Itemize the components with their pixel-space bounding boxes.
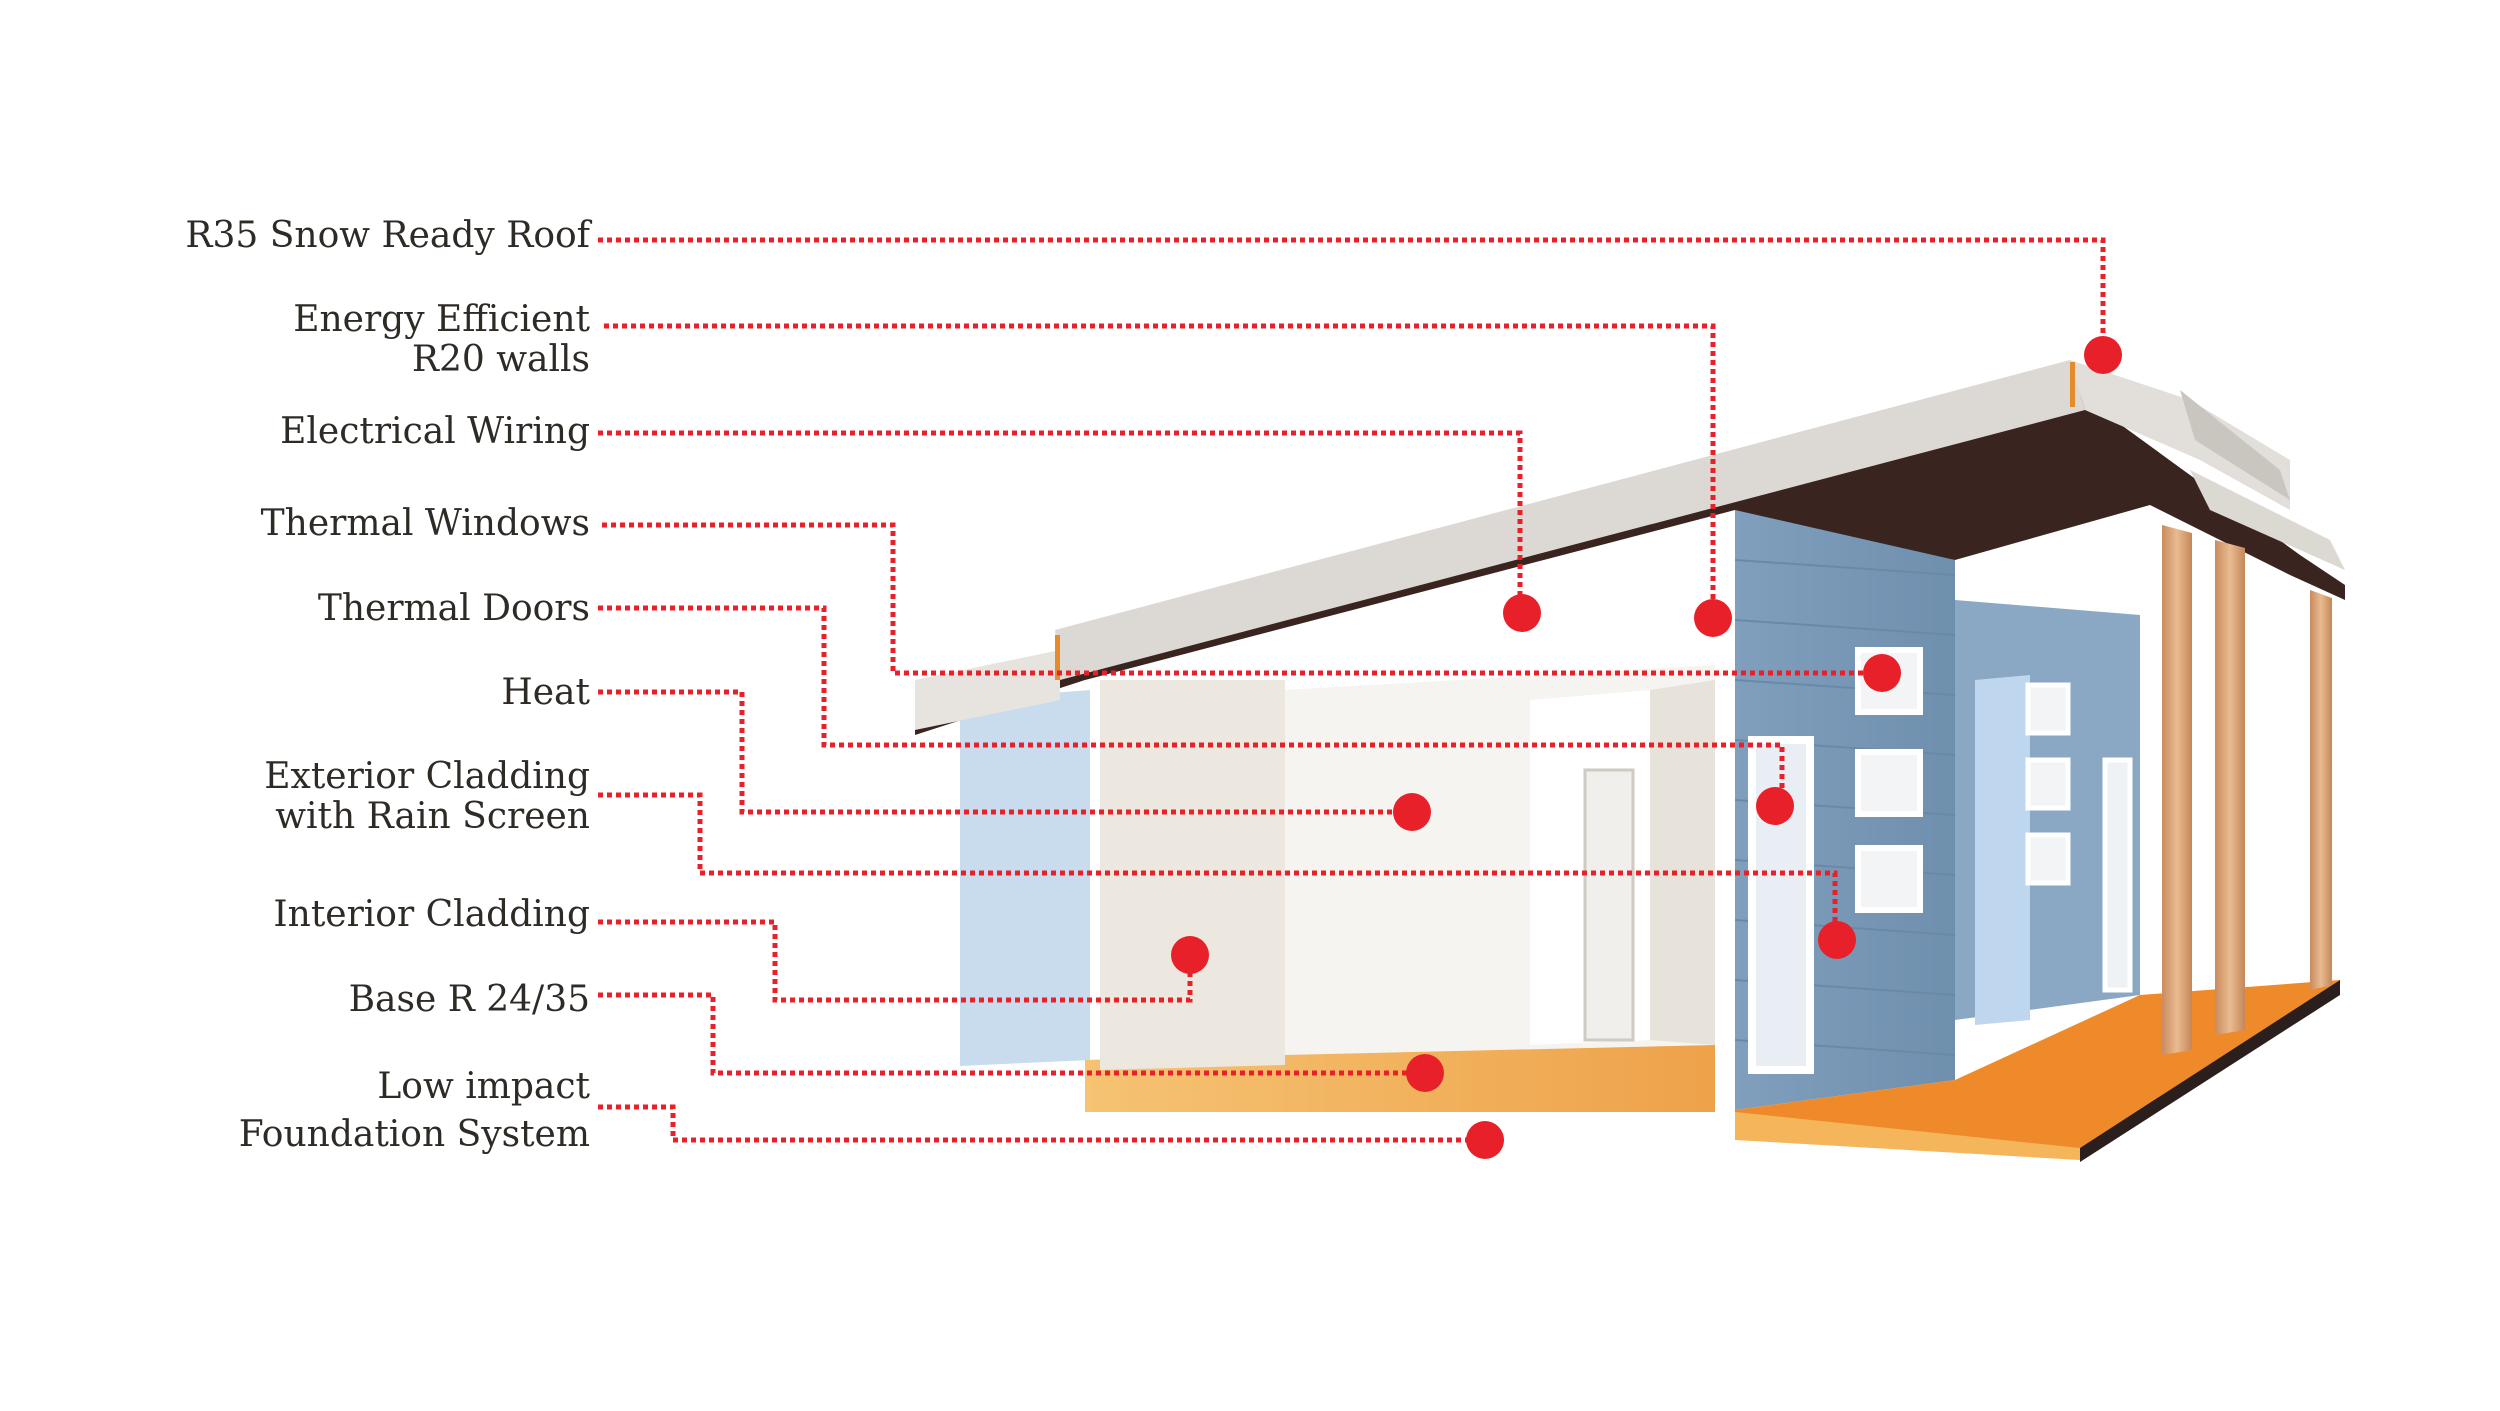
leader-line xyxy=(598,237,2106,355)
cladding-line xyxy=(1734,559,1956,576)
roof-top-slab xyxy=(1055,360,2085,680)
callout-dot-exterior xyxy=(1818,921,1856,959)
blue-recess xyxy=(1975,675,2030,1025)
label-line: R20 walls xyxy=(411,339,590,380)
label-foundation: Low impact Foundation System xyxy=(239,1063,590,1159)
callout-dot-wiring xyxy=(1503,594,1541,632)
label-line: Exterior Cladding xyxy=(264,756,590,797)
deck-edge-front xyxy=(1735,1112,2080,1160)
label-electrical-wiring: Electrical Wiring xyxy=(280,412,590,452)
left-blue-wall xyxy=(960,690,1090,1066)
label-line: Thermal Doors xyxy=(317,588,590,629)
roof-underside xyxy=(915,395,2345,735)
label-exterior-cladding: Exterior Cladding with Rain Screen xyxy=(264,757,590,837)
roof-right-edge xyxy=(2180,390,2290,500)
roof-left-slab xyxy=(915,650,1060,730)
roof-lower-edge xyxy=(2190,470,2345,570)
label-base: Base R 24/35 xyxy=(349,980,590,1020)
thermal-window xyxy=(1855,845,1923,913)
side-door xyxy=(2102,757,2133,993)
leader-line xyxy=(598,992,1425,1076)
leader-line xyxy=(598,689,1412,815)
leader-line xyxy=(602,522,1882,676)
leader-line xyxy=(598,1104,1485,1143)
house-illustration xyxy=(915,360,2345,1162)
deck-edge-side xyxy=(2080,980,2340,1162)
label-thermal-windows: Thermal Windows xyxy=(261,504,590,544)
roof-edge-strip xyxy=(2070,362,2075,407)
leader-lines xyxy=(598,237,2106,1143)
wood-post xyxy=(2162,525,2192,1055)
callout-dot-interior xyxy=(1171,936,1209,974)
label-line: Foundation System xyxy=(238,1114,590,1155)
callout-dot-doors xyxy=(1756,787,1794,825)
label-interior-cladding: Interior Cladding xyxy=(273,895,590,935)
wood-post xyxy=(2215,540,2245,1035)
roof-edge-strip xyxy=(1055,635,1060,680)
label-line: Base R 24/35 xyxy=(348,979,590,1020)
callout-dot-heat xyxy=(1393,793,1431,831)
white-side-wall xyxy=(1100,680,1285,1070)
callout-dot-roof xyxy=(2084,336,2122,374)
thermal-window xyxy=(2025,832,2071,886)
label-line: Low impact xyxy=(377,1066,590,1107)
label-line: Thermal Windows xyxy=(260,503,590,544)
leader-line xyxy=(598,430,1523,612)
leader-line xyxy=(598,919,1193,1003)
interior-door xyxy=(1583,768,1635,1042)
callout-dots xyxy=(1171,336,2122,1159)
label-r35-snow-ready-roof: R35 Snow Ready Roof xyxy=(185,216,590,256)
callout-dot-windows xyxy=(1863,654,1901,692)
callout-dot-walls xyxy=(1694,599,1732,637)
thermal-window xyxy=(2025,757,2071,811)
label-line: R35 Snow Ready Roof xyxy=(185,215,590,256)
label-line: Heat xyxy=(501,672,590,713)
callout-dot-foundation xyxy=(1466,1121,1504,1159)
leader-line xyxy=(598,605,1785,803)
cladding-line xyxy=(1734,619,1956,636)
label-line: with Rain Screen xyxy=(275,796,590,837)
label-line: Electrical Wiring xyxy=(280,411,590,452)
label-thermal-doors: Thermal Doors xyxy=(318,589,590,629)
label-line: Energy Efficient xyxy=(293,299,590,340)
roof-top-right xyxy=(2070,360,2290,510)
thermal-window xyxy=(2025,682,2071,736)
label-line: Interior Cladding xyxy=(273,894,590,935)
thermal-window xyxy=(1855,749,1923,817)
interior-box-side xyxy=(1650,680,1715,1045)
leader-line xyxy=(604,323,1716,618)
label-energy-efficient-walls: Energy Efficient R20 walls xyxy=(293,300,590,380)
callout-dot-base xyxy=(1406,1054,1444,1092)
wood-post xyxy=(2310,590,2332,990)
label-heat: Heat xyxy=(501,673,590,713)
leader-line xyxy=(598,792,1838,940)
